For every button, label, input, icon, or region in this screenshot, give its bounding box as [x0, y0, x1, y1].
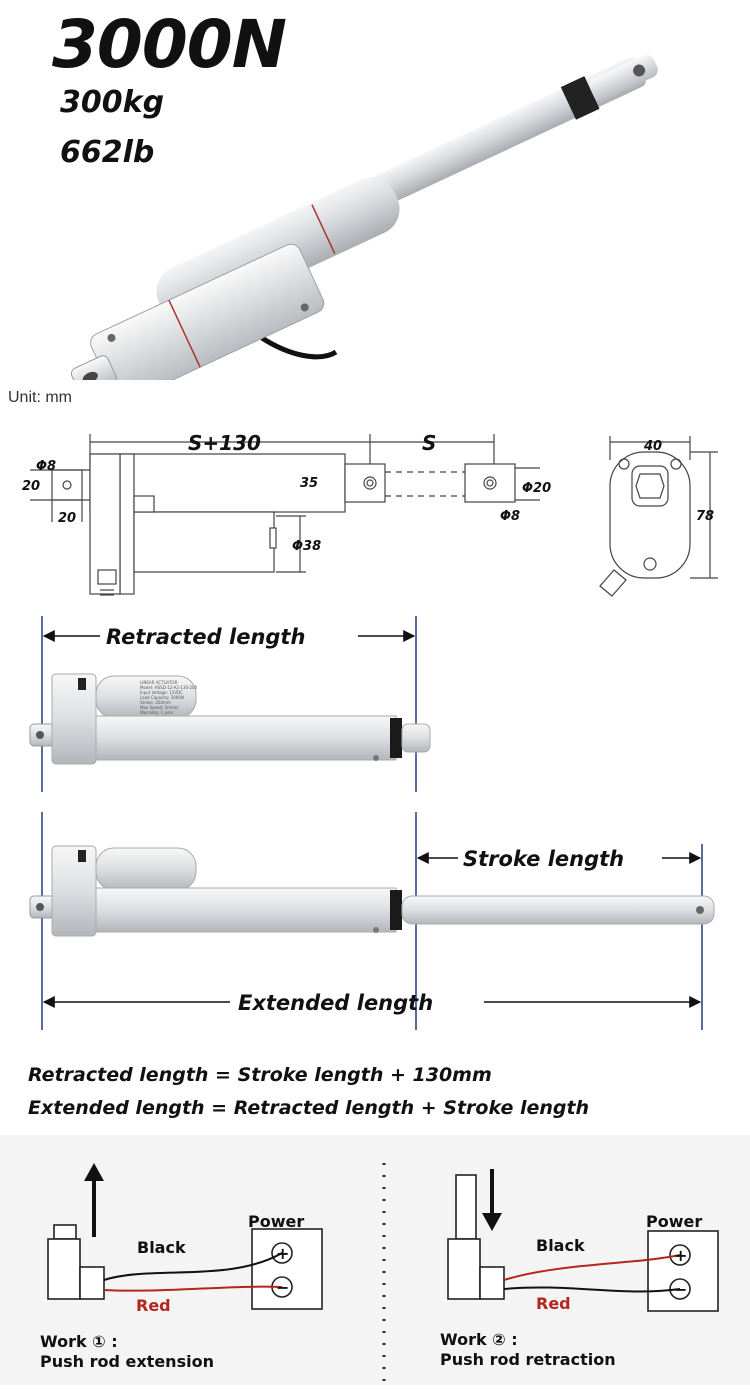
- label-line-1: LINEAR ACTUATOR: [140, 680, 178, 685]
- arrow-down-icon: [482, 1213, 502, 1231]
- power-label-right: Power: [646, 1212, 702, 1231]
- dim-20-bottom: 20: [58, 511, 76, 526]
- red-wire-label-left: Red: [136, 1296, 171, 1315]
- stroke-length-label: Stroke length: [463, 847, 624, 871]
- formula-extended: Extended length = Retracted length + Str…: [28, 1097, 590, 1119]
- length-comparison: Retracted length LINEAR ACTUATOR Model: …: [29, 616, 715, 1030]
- actuator-product-image: [70, 54, 658, 380]
- plus-terminal-icon: +: [276, 1244, 289, 1263]
- label-line-6: Max Speed: 5mm/s: [140, 705, 178, 710]
- minus-terminal-icon: −: [276, 1278, 289, 1297]
- weight-lb: 662lb: [60, 135, 155, 170]
- formula-retracted: Retracted length = Stroke length + 130mm: [28, 1064, 492, 1086]
- dim-78: 78: [696, 509, 714, 524]
- black-wire-label-right: Black: [536, 1236, 585, 1255]
- technical-drawing: S+130 S Φ8 20 20 35 Φ38 Φ20 Φ8 40 78: [22, 431, 718, 597]
- dim-phi8-right: Φ8: [500, 509, 520, 524]
- work1-desc: Push rod extension: [40, 1352, 214, 1371]
- dim-stroke-s: S: [422, 431, 436, 455]
- dim-s-plus-130: S+130: [188, 431, 261, 455]
- power-label-left: Power: [248, 1212, 304, 1231]
- dim-20-left: 20: [22, 479, 40, 494]
- retracted-actuator: LINEAR ACTUATOR Model: HSSD-12-A2-130-20…: [29, 673, 431, 765]
- dim-phi8-left: Φ8: [36, 459, 56, 474]
- label-line-4: Load Capacity: 3000N: [140, 695, 184, 700]
- red-wire-label-right: Red: [536, 1294, 571, 1313]
- label-line-7: Warranty: 1 year: [140, 710, 174, 715]
- dim-35: 35: [300, 476, 318, 491]
- plus-terminal-icon-right: +: [674, 1246, 687, 1265]
- wiring-section: [0, 1135, 750, 1385]
- force-rating: 3000N: [52, 6, 287, 83]
- extended-length-label: Extended length: [238, 991, 433, 1015]
- dim-phi20: Φ20: [522, 481, 551, 496]
- dim-phi38: Φ38: [292, 539, 321, 554]
- wiring-diagrams: Power Black Red + − Power Black Red + −: [47, 1163, 719, 1383]
- extended-actuator: [29, 845, 715, 937]
- retracted-length-label: Retracted length: [106, 625, 305, 649]
- black-wire-label-left: Black: [137, 1238, 186, 1257]
- work2-label: Work ② :: [440, 1330, 518, 1349]
- work1-label: Work ① :: [40, 1332, 118, 1351]
- unit-label: Unit: mm: [8, 389, 72, 406]
- label-line-3: Input Voltage: 12VDC: [140, 690, 183, 695]
- weight-kg: 300kg: [60, 85, 165, 120]
- arrow-up-icon: [84, 1163, 104, 1181]
- minus-terminal-icon-right: −: [674, 1280, 687, 1299]
- work2-desc: Push rod retraction: [440, 1350, 616, 1369]
- dim-40: 40: [643, 439, 662, 454]
- label-line-5: Stroke: 200mm: [140, 700, 171, 705]
- label-line-2: Model: HSSD-12-A2-130-200: [140, 685, 198, 690]
